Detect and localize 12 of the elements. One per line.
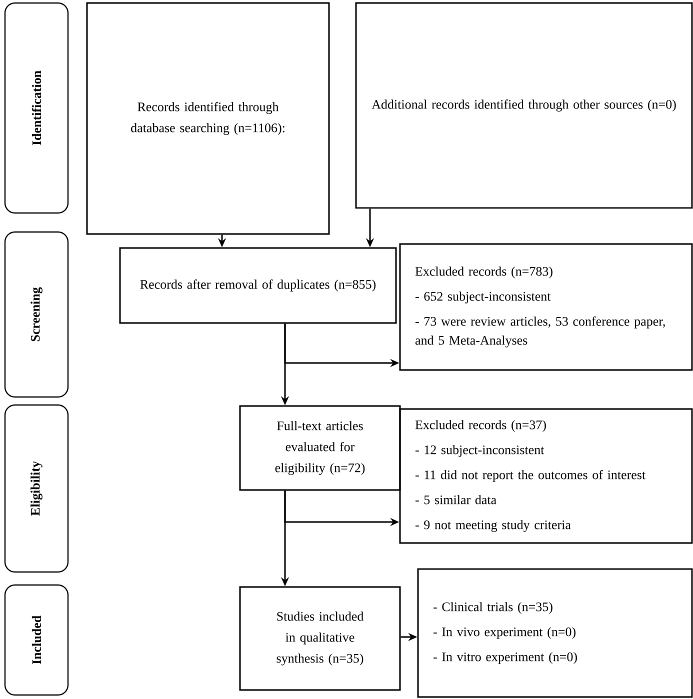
stage-band: Screening <box>4 231 69 398</box>
stage-band: Identification <box>4 2 69 214</box>
exclusion-box: Excluded records (n=783) - 652 subject-inconsistent - 73 were review articles, 53 conference paper, and 5 Meta-Analyses <box>399 243 693 371</box>
exclusion-box: Excluded records (n=37) - 12 subject-inconsistent - 11 did not report the outcomes of interest - 5 similar data - 9 not meeting study criteria <box>399 408 693 544</box>
process-box: Studies included in qualitative synthesis (n=35) <box>239 586 401 691</box>
process-box: Records identified through database searching (n=1106): <box>86 2 330 235</box>
stage-band: Included <box>4 584 69 696</box>
exclusion-box: - Clinical trials (n=35) - In vivo experiment (n=0) - In vitro experiment (n=0) <box>417 568 693 698</box>
process-box: Records after removal of duplicates (n=855) <box>119 247 397 324</box>
stage-band: Eligibility <box>4 404 69 573</box>
process-box: Full-text articles evaluated for eligibility (n=72) <box>239 405 401 491</box>
process-box: Additional records identified through other sources (n=0) <box>355 2 693 209</box>
